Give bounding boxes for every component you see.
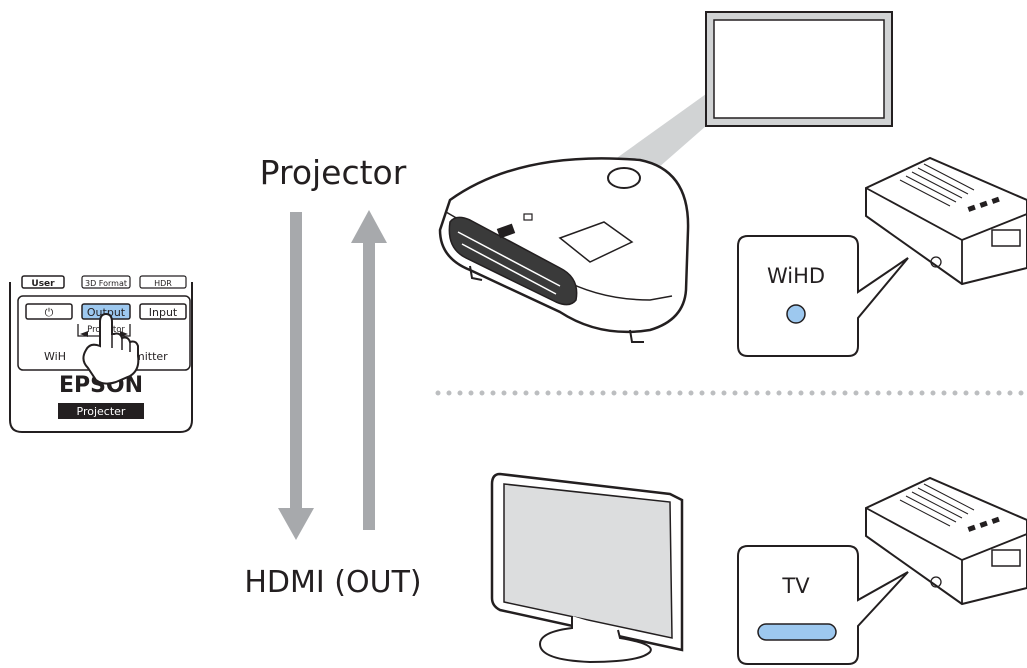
3d-format-button[interactable] [81, 275, 131, 289]
hdmi-out-label: HDMI (OUT) [244, 565, 421, 600]
remote-control: User 3D Format HDR ⏻ Output Input Projec… [9, 275, 193, 433]
transmitter-top [865, 156, 1027, 286]
transmitter-top-led-1-icon [967, 204, 976, 212]
projector-control-icon [496, 223, 516, 239]
projector-top-panel [558, 221, 634, 263]
input-button[interactable] [139, 303, 187, 320]
signal-arrows [278, 210, 387, 540]
tv-device [490, 472, 684, 664]
tv-screen [503, 483, 673, 639]
transmitter-bottom-led-3-icon [991, 516, 1000, 524]
transmitter-top-edges [865, 187, 1027, 284]
wihd-indicator-icon [786, 304, 806, 324]
transmitter-bottom-led-1-icon [967, 524, 976, 532]
hand-finger-lines [111, 334, 131, 352]
tv-stand [538, 616, 652, 664]
transmitter-bottom-port-icon [991, 549, 1021, 567]
user-button[interactable] [21, 275, 65, 289]
transmitter-bottom [865, 476, 1027, 606]
projector-label: Projector [260, 153, 407, 192]
input-button-label: Input [149, 306, 178, 319]
output-button-label: Output [87, 306, 126, 319]
user-button-label: User [31, 279, 55, 289]
down-arrow-shaft [290, 212, 302, 512]
transmitter-top-port-icon [991, 229, 1021, 247]
3d-format-button-label: 3D Format [85, 279, 127, 288]
power-button[interactable] [25, 303, 73, 320]
callout-wihd: WiHD [737, 235, 909, 357]
pointing-hand-icon [82, 312, 140, 385]
projector-vent-lines [457, 231, 561, 295]
transmitter-bottom-body [865, 476, 1027, 606]
up-arrow-shaft [363, 238, 375, 530]
hdr-button-label: HDR [154, 279, 172, 288]
wihd-label-left: WiH [44, 350, 66, 363]
callout-wihd-label: WiHD [767, 264, 825, 288]
transmitter-bottom-edges [865, 507, 1027, 604]
hdr-button[interactable] [139, 275, 187, 289]
transmitter-bottom-button-icon [930, 576, 942, 588]
callout-tv-bubble [737, 545, 909, 665]
down-arrow-icon [278, 508, 314, 540]
model-strip-label: Projecter [77, 405, 126, 418]
projector-feet [469, 265, 644, 343]
projector-indicator-icon [523, 213, 533, 221]
callout-wihd-bubble [737, 235, 909, 357]
up-arrow-icon [351, 210, 387, 243]
tv-indicator-icon [757, 623, 837, 641]
transmitter-bottom-led-2-icon [979, 520, 988, 528]
transmitter-top-led-2-icon [979, 200, 988, 208]
transmitter-top-body [865, 156, 1027, 286]
screen-surface [713, 19, 885, 119]
transmitter-top-vent-lines [899, 163, 975, 207]
transmitter-top-led-3-icon [991, 196, 1000, 204]
transmitter-top-button-icon [930, 256, 942, 268]
wihd-label-right: mitter [134, 350, 168, 363]
model-strip [58, 403, 144, 419]
callout-tv-label: TV [781, 574, 810, 598]
transmitter-bottom-vent-lines [899, 483, 975, 527]
callout-tv: TV [737, 545, 909, 665]
projector-lens-icon [607, 167, 641, 189]
projector-device [438, 157, 690, 343]
power-icon: ⏻ [45, 306, 54, 319]
